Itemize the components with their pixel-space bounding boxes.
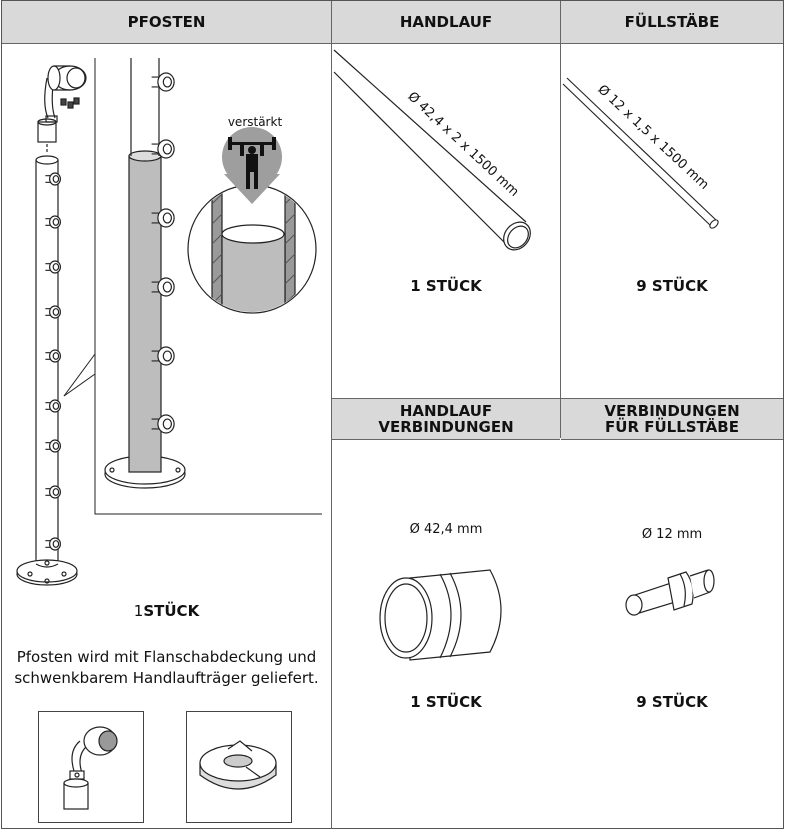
pfosten-quantity-word: STÜCK [143, 602, 200, 620]
pfosten-quantity-number: 1 [133, 602, 144, 620]
post-baluster-holder-7 [45, 439, 61, 453]
pfosten-quantity: 1STÜCK [2, 602, 331, 620]
pfosten-note-line2: schwenkbarem Handlaufträger geliefert. [14, 669, 319, 687]
pfosten-note: Pfosten wird mit Flanschabdeckung und sc… [2, 647, 331, 689]
handlauf-verbindungen-dimension: Ø 42,4 mm [409, 522, 483, 537]
fuellstab-connector-illustration [625, 569, 715, 616]
header-handlauf-verbindungen: HANDLAUF VERBINDUNGEN [332, 398, 560, 440]
header-verbindungen-fuellstaebe-line2: FÜR FÜLLSTÄBE [605, 418, 739, 436]
column-divider-2 [560, 1, 561, 438]
pfosten-note-line1: Pfosten wird mit Flanschabdeckung und [16, 648, 317, 666]
swivel-support-thumbnail [38, 711, 144, 823]
handlauf-quantity: 1 STÜCK [410, 277, 482, 295]
post-baluster-holder-8 [45, 485, 61, 499]
reinforced-label: verstärkt [227, 115, 283, 129]
handlauf-verbindungen-quantity: 1 STÜCK [410, 693, 482, 711]
header-handlauf-verbindungen-line2: VERBINDUNGEN [378, 418, 514, 436]
header-pfosten: PFOSTEN [2, 1, 331, 44]
header-handlauf: HANDLAUF [332, 1, 560, 44]
header-fuellstaebe: FÜLLSTÄBE [561, 1, 783, 44]
header-handlauf-label: HANDLAUF [399, 13, 493, 31]
detail-baluster-holder-3 [151, 208, 175, 228]
post-baluster-holder-4 [45, 305, 61, 319]
detail-baluster-holder-6 [151, 414, 175, 434]
flange-cover-thumbnail [186, 711, 292, 823]
handlauf-illustration [333, 49, 531, 251]
verbindungen-fuellstaebe-quantity: 9 STÜCK [636, 693, 708, 711]
header-verbindungen-fuellstaebe-line1: VERBINDUNGEN [604, 402, 740, 420]
column-divider-1 [331, 1, 332, 829]
header-pfosten-label: PFOSTEN [127, 13, 206, 31]
fuellstaebe-quantity: 9 STÜCK [636, 277, 708, 295]
detail-baluster-holder-1 [151, 72, 175, 92]
post-baluster-holder-3 [45, 260, 61, 274]
post-baluster-holder-2 [45, 215, 61, 229]
fuellstaebe-illustration [562, 77, 719, 229]
header-fuellstaebe-label: FÜLLSTÄBE [624, 13, 720, 31]
detail-baluster-holder-5 [151, 346, 175, 366]
handlauf-connector-illustration [379, 569, 502, 661]
detail-baluster-holder-4 [151, 277, 175, 297]
header-handlauf-verbindungen-line1: HANDLAUF [399, 402, 493, 420]
post-baluster-holder-1 [45, 172, 61, 186]
header-verbindungen-fuellstaebe: VERBINDUNGEN FÜR FÜLLSTÄBE [561, 398, 783, 440]
verbindungen-fuellstaebe-dimension: Ø 12 mm [641, 527, 703, 542]
detail-baluster-holder-2 [151, 139, 175, 159]
pfosten-illustration [16, 58, 322, 586]
post-baluster-holder-9 [45, 537, 61, 551]
post-baluster-holder-5 [45, 349, 61, 363]
post-baluster-holder-6 [45, 399, 61, 413]
